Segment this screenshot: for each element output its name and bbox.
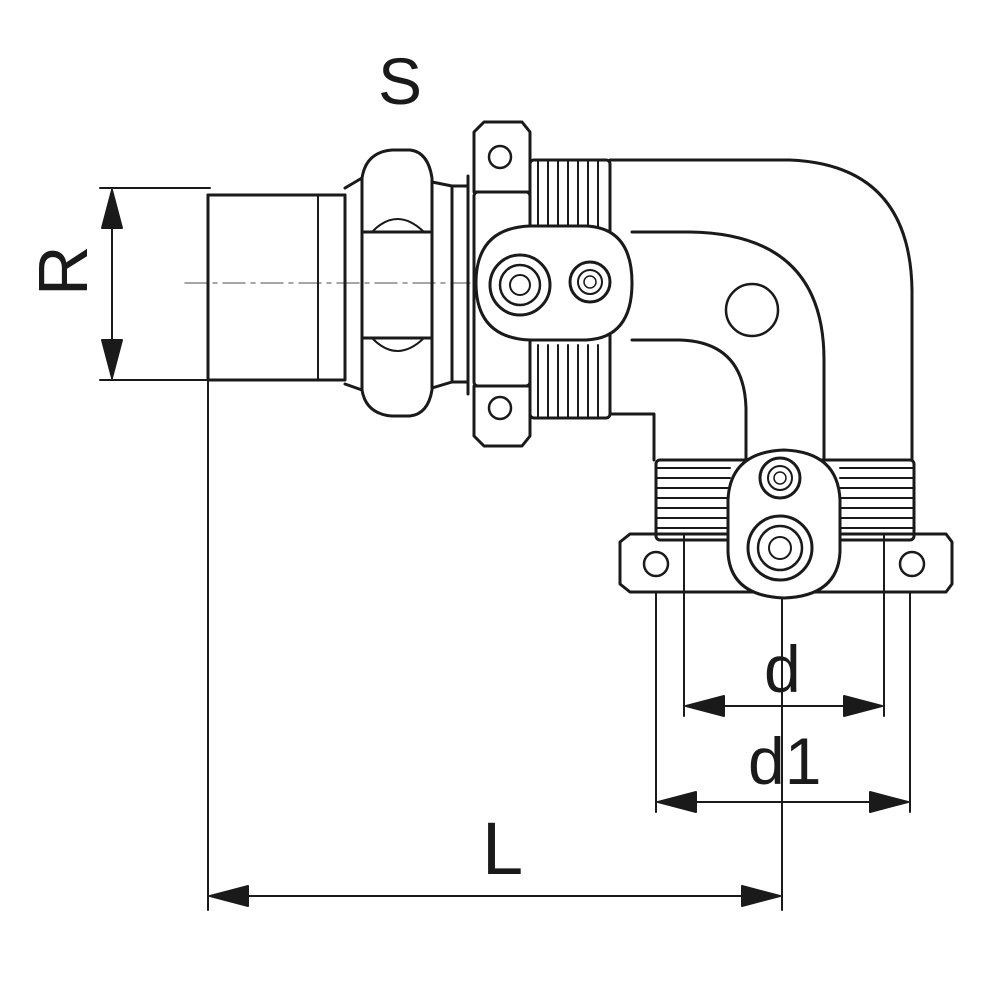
dimension-d bbox=[683, 591, 885, 717]
lower-inspection-window bbox=[726, 448, 842, 600]
upper-inspection-window bbox=[474, 224, 634, 342]
elbow-body bbox=[608, 158, 914, 462]
dimension-label-l: L bbox=[482, 807, 524, 890]
dimension-r bbox=[99, 187, 211, 381]
dimension-label-r: R bbox=[24, 245, 102, 296]
threaded-end bbox=[206, 176, 364, 392]
dimension-label-d: d bbox=[764, 632, 801, 706]
hex-nut bbox=[360, 148, 470, 418]
dimension-l bbox=[207, 379, 783, 911]
dimension-d1 bbox=[655, 591, 911, 813]
dimension-label-s: S bbox=[378, 44, 423, 118]
dimension-label-d1: d1 bbox=[748, 724, 822, 798]
